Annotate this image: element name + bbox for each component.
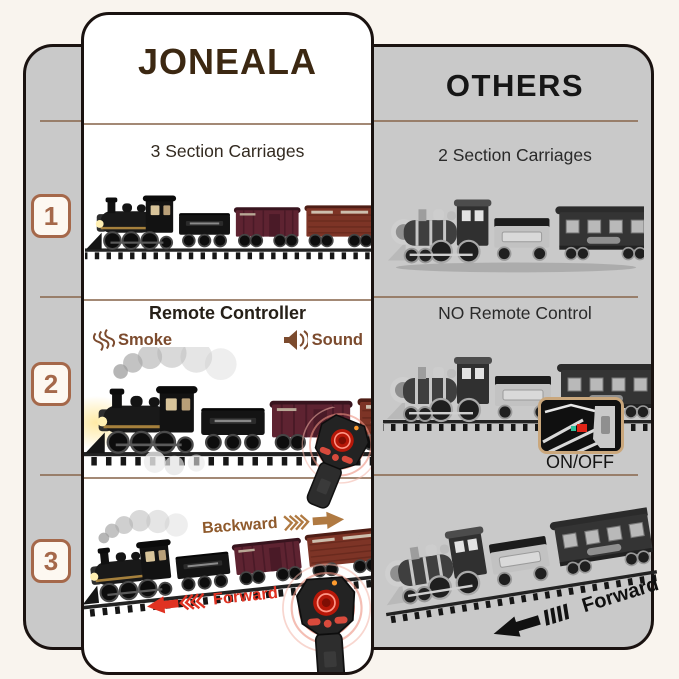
others-row1-label: 2 Section Carriages	[438, 145, 592, 165]
card-divider-row1	[84, 299, 371, 301]
onoff-label: ON/OFF	[546, 452, 614, 472]
remote-controller-photo-row3	[278, 560, 371, 672]
others-row2-label: NO Remote Control	[438, 303, 592, 323]
others-train-photo-row1	[386, 180, 644, 273]
joneala-row1-label: 3 Section Carriages	[150, 141, 305, 161]
card-divider-row2	[84, 477, 371, 479]
sound-feature: Sound	[283, 330, 363, 350]
onoff-switch-inset-photo	[538, 397, 624, 454]
row-badge-3: 3	[31, 539, 71, 583]
backward-arrow-icon	[282, 509, 346, 534]
brand-logo: JONEALA	[137, 41, 318, 82]
row-badge-2: 2	[31, 362, 71, 406]
row-badge-3-number: 3	[43, 545, 59, 576]
backward-label: Backward	[201, 514, 279, 538]
joneala-row2-title: Remote Controller	[148, 303, 307, 323]
row-badge-1-number: 1	[43, 200, 59, 231]
sound-label: Sound	[311, 330, 363, 349]
smoke-label: Smoke	[118, 330, 173, 349]
joneala-card: JONEALA 3 Section Carriages Remote Contr…	[81, 12, 374, 675]
others-title: OTHERS	[445, 68, 585, 103]
card-divider-header	[84, 123, 371, 125]
smoke-feature: Smoke	[91, 327, 173, 353]
row-badge-1: 1	[31, 194, 71, 238]
joneala-train-photo-row2	[84, 347, 374, 476]
joneala-train-photo-row1	[85, 173, 374, 269]
row-badge-2-number: 2	[43, 368, 59, 399]
onoff-switch-closeup	[541, 400, 621, 451]
